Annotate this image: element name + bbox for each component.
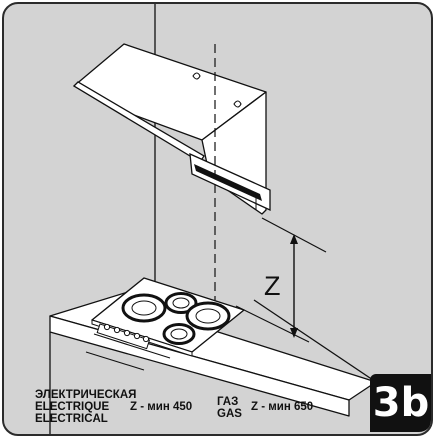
diagram-frame: Z ЭЛЕКТРИЧЕСКАЯ ELECTRIQUE ELECTRICAL Z … xyxy=(2,2,433,436)
knob-icon xyxy=(113,326,121,334)
hood-bracket-icon-2 xyxy=(233,100,242,108)
knob-icon xyxy=(133,332,141,340)
figure-number: 3b xyxy=(372,380,430,426)
legend-gas-en: GAS xyxy=(217,408,242,420)
burner-front-left-inner xyxy=(170,328,188,340)
knob-icon xyxy=(123,329,131,337)
leader-line xyxy=(85,351,145,371)
wall-base-line-right xyxy=(253,299,377,383)
leader-line xyxy=(93,333,171,359)
dim-extension-bottom xyxy=(235,305,310,343)
cooker-hood xyxy=(72,43,271,215)
hood-handle-strip xyxy=(194,164,262,201)
legend-electrical-fr: ELECTRIQUE xyxy=(35,401,110,413)
legend-electrical-value: Z - мин 450 xyxy=(130,401,193,413)
burner-front-right-inner xyxy=(195,308,221,324)
installation-drawing xyxy=(49,4,377,434)
dimension-z-label: Z xyxy=(264,271,281,301)
figure-badge: 3b xyxy=(370,374,431,432)
hood-bracket-icon xyxy=(192,72,201,80)
burner-back-right-inner xyxy=(172,297,190,309)
hood-front-trim xyxy=(72,81,205,163)
dimension-z xyxy=(235,217,327,343)
legend-electrical-ru: ЭЛЕКТРИЧЕСКАЯ xyxy=(35,389,137,401)
knob-icon xyxy=(103,323,111,331)
dim-arrow-up xyxy=(290,234,298,244)
knob-icon xyxy=(142,335,150,343)
legend-gas-value: Z - мин 650 xyxy=(251,401,314,413)
dim-arrow-down xyxy=(290,328,298,338)
hob-burners xyxy=(121,292,231,345)
hob xyxy=(91,277,245,357)
legend-electrical-en: ELECTRICAL xyxy=(35,413,108,425)
legend-gas-ru: ГАЗ xyxy=(217,396,239,408)
burner-back-left-inner xyxy=(131,300,157,316)
hob-knobs xyxy=(103,323,150,343)
